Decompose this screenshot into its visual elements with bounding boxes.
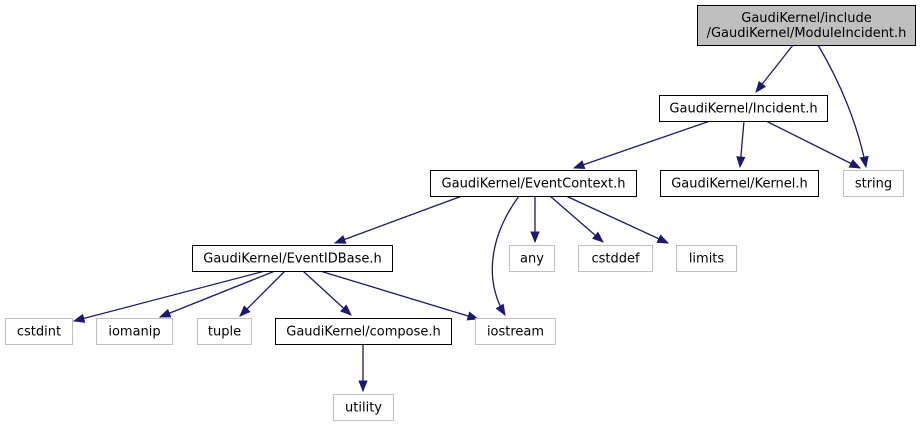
node-box (509, 245, 555, 272)
node-label: GaudiKernel/include (741, 11, 871, 26)
node-tuple: tuple (197, 318, 252, 345)
node-box (5, 318, 73, 345)
node-box (333, 394, 394, 421)
node-incident[interactable]: GaudiKernel/Incident.h (659, 95, 828, 122)
edge-event_context-to-event_id_base (333, 195, 463, 244)
node-event-context[interactable]: GaudiKernel/EventContext.h (430, 170, 637, 197)
node-cstddef: cstddef (578, 245, 653, 272)
node-label: /GaudiKernel/ModuleIncident.h (707, 26, 907, 41)
node-label: tuple (208, 325, 241, 340)
edge-event_id_base-to-iomanip (158, 270, 276, 318)
edge-module_incident-to-string (817, 44, 869, 169)
node-utility: utility (333, 394, 394, 421)
node-event-id-base[interactable]: GaudiKernel/EventIDBase.h (192, 245, 393, 272)
node-box (197, 318, 252, 345)
node-box (578, 245, 653, 272)
edge-event_id_base-to-iostream (319, 270, 480, 321)
node-iostream: iostream (475, 318, 556, 345)
node-any: any (509, 245, 555, 272)
node-box (676, 245, 737, 272)
edge-incident-to-event_context (572, 120, 711, 169)
node-label: utility (345, 401, 382, 416)
node-label: string (855, 177, 892, 192)
node-string: string (843, 170, 904, 197)
node-box (659, 95, 828, 122)
node-box (660, 170, 819, 197)
node-limits: limits (676, 245, 737, 272)
edge-event_context-to-limits (565, 195, 670, 244)
node-iomanip: iomanip (96, 318, 173, 345)
edge-event_id_base-to-tuple (239, 270, 286, 317)
edge-event_context-to-cstddef (549, 195, 604, 243)
node-label: GaudiKernel/EventIDBase.h (203, 252, 381, 267)
node-label: GaudiKernel/Incident.h (669, 102, 817, 117)
node-cstdint: cstdint (5, 318, 73, 345)
edge-incident-to-string (765, 120, 862, 169)
node-box (96, 318, 173, 345)
node-box (697, 5, 916, 46)
node-label: GaudiKernel/EventContext.h (442, 177, 626, 192)
node-box (192, 245, 393, 272)
node-module-incident[interactable]: GaudiKernel/include/GaudiKernel/ModuleIn… (697, 5, 916, 46)
node-label: any (520, 252, 544, 267)
node-label: cstddef (591, 252, 640, 267)
node-box (843, 170, 904, 197)
node-label: GaudiKernel/compose.h (286, 325, 440, 340)
edge-incident-to-kernel (736, 120, 746, 169)
node-label: iomanip (108, 325, 160, 340)
edge-event_id_base-to-cstdint (72, 270, 266, 323)
node-box (275, 318, 452, 345)
edges-layer (72, 44, 869, 393)
nodes-layer: GaudiKernel/include/GaudiKernel/ModuleIn… (5, 5, 916, 421)
node-label: limits (689, 252, 725, 267)
node-label: iostream (487, 325, 544, 340)
node-box (475, 318, 556, 345)
node-label: cstdint (17, 325, 61, 340)
edge-event_id_base-to-compose (302, 270, 352, 316)
edge-event_context-to-iostream (491, 195, 520, 317)
node-compose[interactable]: GaudiKernel/compose.h (275, 318, 452, 345)
node-box (430, 170, 637, 197)
node-kernel[interactable]: GaudiKernel/Kernel.h (660, 170, 819, 197)
edge-module_incident-to-incident (755, 44, 794, 93)
node-label: GaudiKernel/Kernel.h (671, 177, 808, 192)
